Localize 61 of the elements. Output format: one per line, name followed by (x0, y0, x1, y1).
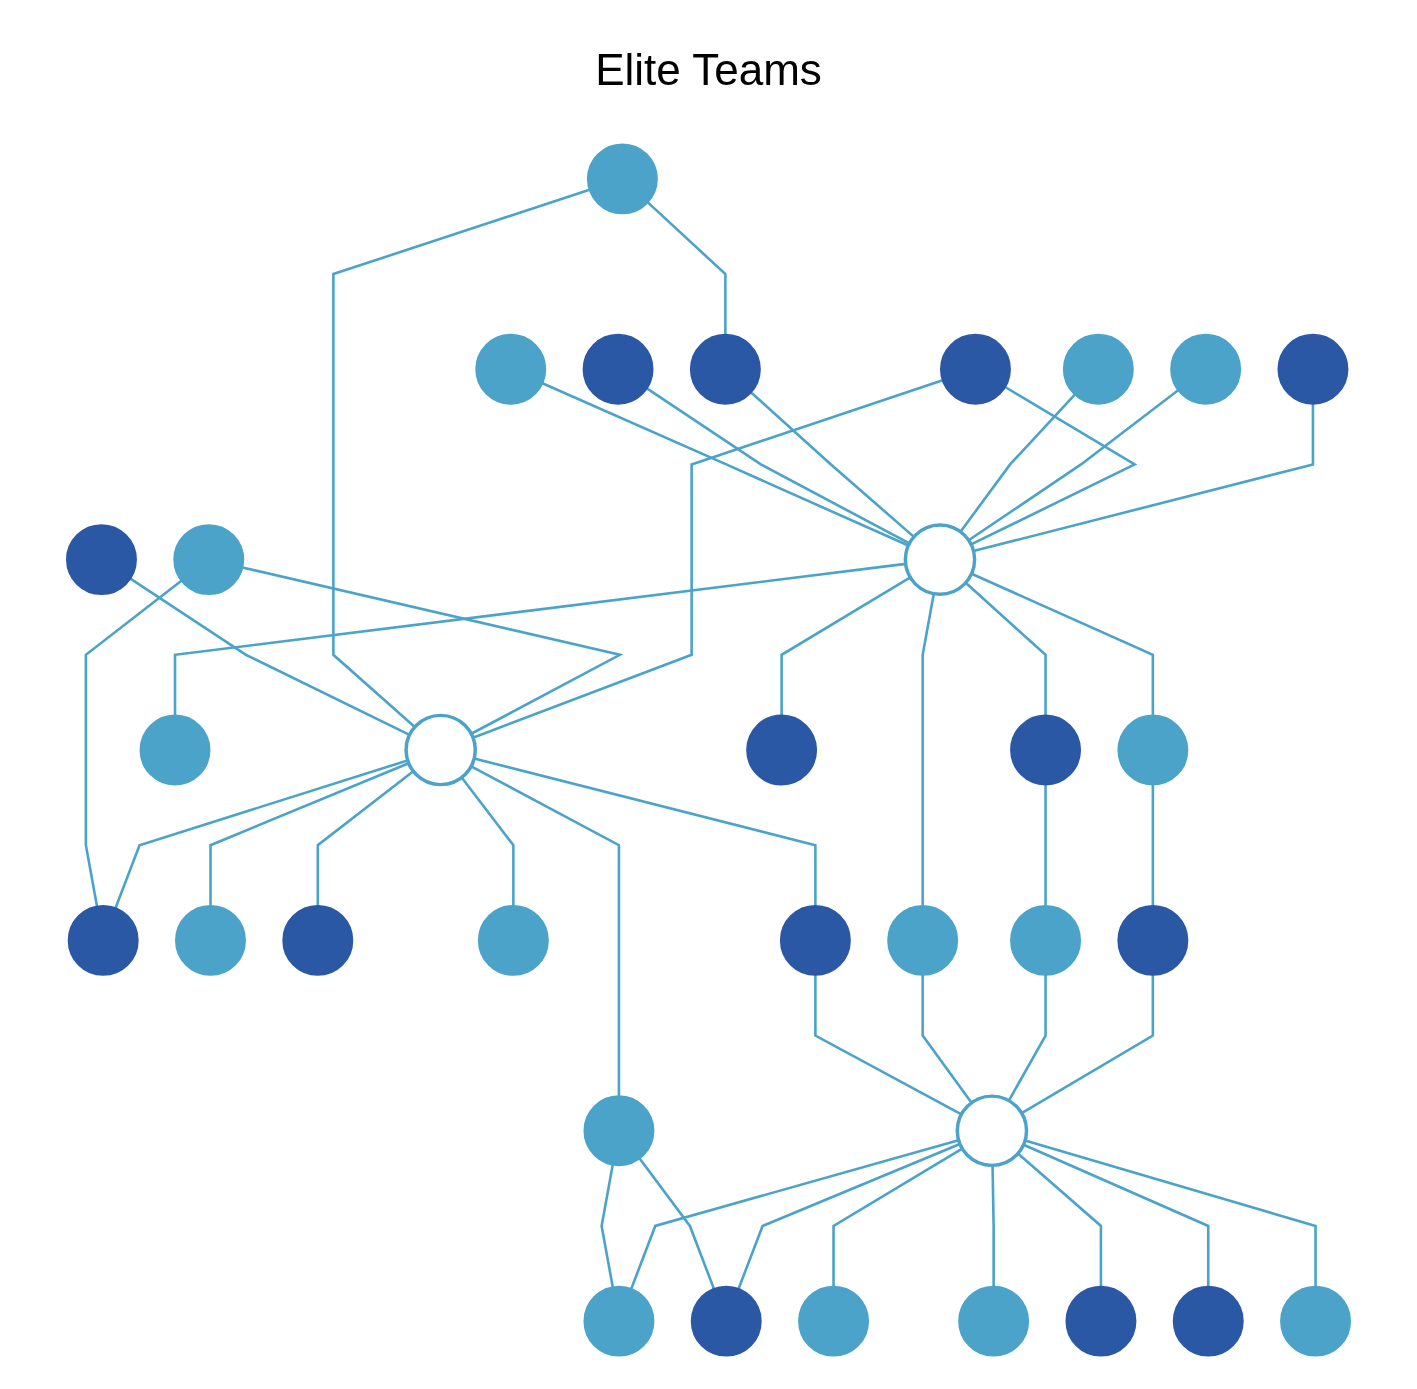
connector-line (832, 1147, 963, 1287)
circle-node (583, 1095, 655, 1167)
connector-line (921, 975, 973, 1104)
connector-line (1151, 784, 1155, 906)
circle-node (1010, 714, 1082, 786)
connector-line (638, 1157, 716, 1290)
circle-node (1117, 904, 1189, 976)
connector-line (737, 1142, 961, 1290)
connector-line (964, 581, 1047, 716)
circle-node (173, 524, 245, 596)
circle-node (903, 523, 977, 596)
circle-node (139, 714, 211, 786)
connector-line (967, 389, 1179, 542)
connector-line (332, 188, 590, 728)
circle-node (282, 904, 354, 976)
connector-line (991, 1165, 995, 1287)
circle-node (940, 333, 1011, 405)
circle-node (1280, 1285, 1351, 1357)
connector-line (1021, 975, 1155, 1115)
connector-line (921, 593, 936, 906)
connector-line (750, 391, 915, 538)
circle-node (1277, 333, 1349, 405)
circle-node (1010, 904, 1082, 976)
connector-line (541, 382, 909, 547)
circle-node (689, 333, 761, 405)
title: Elite Teams (595, 44, 822, 96)
circle-node (1117, 714, 1189, 786)
circle-node (1172, 1285, 1244, 1357)
connector-line (460, 776, 515, 906)
connector-line (959, 393, 1076, 533)
circle-node (798, 1285, 870, 1357)
connector-line (1044, 784, 1047, 906)
connector-line (1023, 1143, 1210, 1287)
circle-node (404, 713, 478, 787)
circle-node (475, 333, 547, 405)
circle-node (477, 904, 549, 976)
connector-line (646, 201, 727, 335)
circle-node (690, 1285, 762, 1357)
circle-node (746, 714, 818, 786)
circle-node (1170, 333, 1242, 405)
circle-node (779, 904, 851, 976)
circle-node (1065, 1285, 1137, 1357)
circle-node (67, 904, 139, 976)
connector-line (1007, 975, 1047, 1102)
circle-node (958, 1285, 1030, 1357)
connector-line (600, 1164, 614, 1288)
connector-line (129, 577, 411, 736)
connector-line (84, 579, 183, 907)
circle-node (1062, 333, 1134, 405)
circle-node (586, 143, 658, 215)
circle-node (175, 904, 246, 976)
connector-line (470, 765, 621, 1097)
connector-line (242, 566, 624, 735)
circle-node (955, 1094, 1029, 1168)
connector-line (1017, 1152, 1103, 1287)
connector-line (971, 572, 1155, 716)
circle-node (582, 333, 654, 405)
circle-node (66, 524, 137, 596)
circle-node (583, 1285, 655, 1357)
connector-line (780, 576, 911, 716)
circle-node (887, 904, 959, 976)
